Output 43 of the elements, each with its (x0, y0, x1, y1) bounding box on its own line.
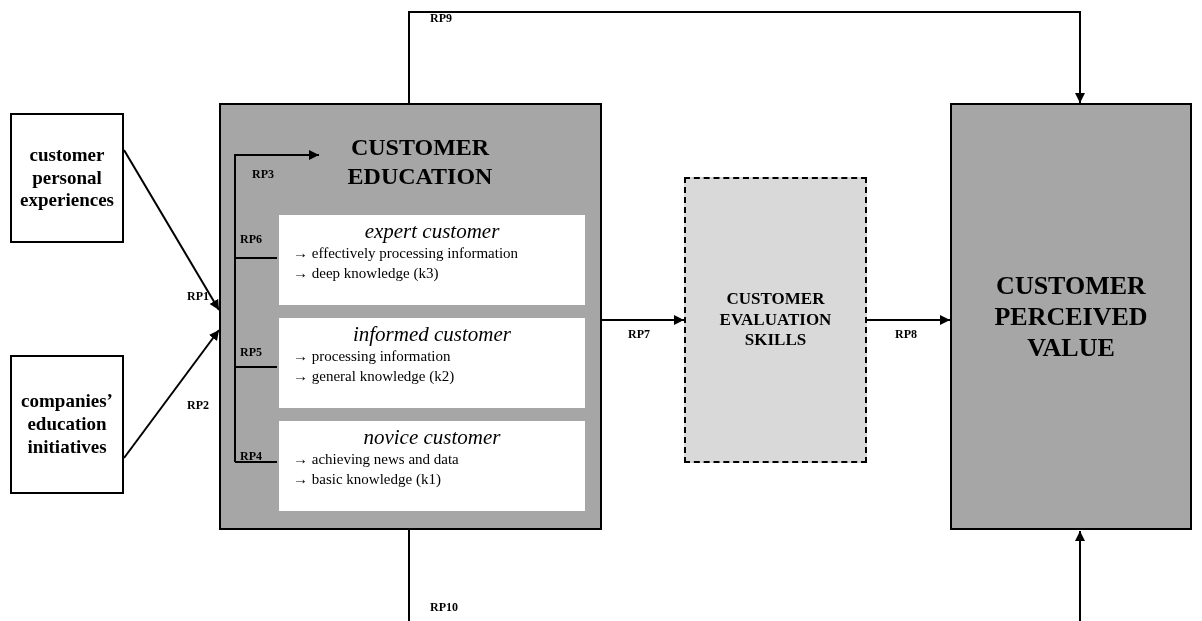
arrow (123, 149, 220, 311)
connector-line (234, 257, 278, 259)
edge-label: RP1 (187, 290, 209, 302)
node-title: CUSTOMER PERCEIVED VALUE (993, 269, 1149, 364)
connector-line (408, 529, 410, 621)
level-description: → general knowledge (k2) (292, 366, 455, 386)
connector-line (234, 461, 278, 463)
source-box (10, 113, 124, 243)
edge-label: RP10 (430, 601, 458, 613)
level-title: novice customer (363, 425, 501, 451)
edge-label: RP6 (240, 233, 262, 245)
skills-box (684, 177, 867, 463)
arrow (866, 315, 951, 325)
source-box (10, 355, 124, 494)
edge-label: RP2 (187, 399, 209, 411)
arrow (123, 329, 220, 459)
value-box (950, 103, 1192, 530)
level-description: → processing information (292, 347, 451, 367)
level-title: informed customer (352, 322, 512, 348)
edge-label: RP8 (895, 328, 917, 340)
node-title: CUSTOMER EVALUATION SKILLS (718, 289, 833, 351)
education-box (219, 103, 602, 530)
level-description: → effectively processing information (292, 244, 519, 264)
level-description: → basic knowledge (k1) (292, 469, 441, 489)
section-heading: CUSTOMER EDUCATION (325, 133, 515, 191)
connector-line (234, 366, 278, 368)
edge-label: RP3 (252, 168, 274, 180)
customer-level-card (279, 215, 585, 305)
edge-label: RP5 (240, 346, 262, 358)
arrow (1075, 530, 1085, 621)
level-description: → achieving news and data (292, 450, 459, 470)
customer-level-card (279, 318, 585, 408)
node-title: companies’ education initiatives (20, 390, 114, 459)
level-description: → deep knowledge (k3) (292, 263, 439, 283)
edge-label: RP4 (240, 450, 262, 462)
arrow (234, 150, 320, 463)
node-title: customer personal experiences (19, 143, 115, 213)
arrow (408, 11, 1085, 104)
edge-label: RP9 (430, 12, 452, 24)
arrow (601, 315, 685, 325)
edge-label: RP7 (628, 328, 650, 340)
customer-level-card (279, 421, 585, 511)
level-title: expert customer (364, 219, 500, 245)
